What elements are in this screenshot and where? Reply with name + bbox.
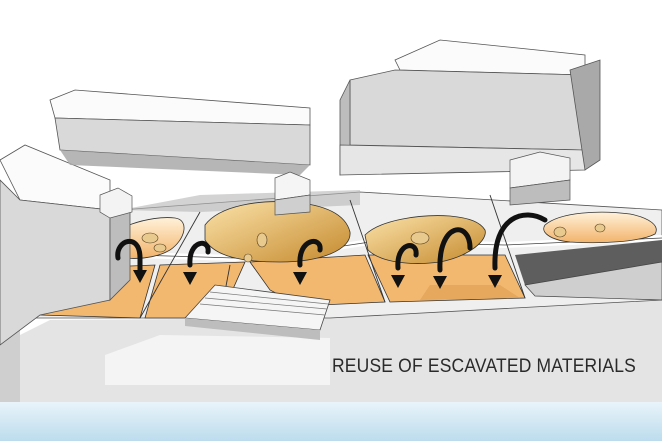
water-strip — [0, 402, 662, 441]
right-ramp — [524, 261, 662, 301]
plaza-top — [105, 335, 330, 385]
curved-arrow-icon — [395, 243, 419, 271]
rear-building-right — [339, 39, 601, 176]
left-buildings — [0, 144, 133, 346]
curved-arrow-icon — [437, 227, 473, 273]
right-dark-strip — [515, 240, 662, 285]
rear-building-left — [49, 89, 311, 175]
pit-rocks — [141, 223, 606, 263]
arrow-heads — [133, 270, 502, 289]
kiosk — [274, 171, 311, 216]
curved-arrow-icon — [187, 240, 211, 268]
curved-arrow-icon — [115, 238, 143, 275]
pit-2 — [204, 201, 351, 263]
reuse-arrows — [115, 212, 548, 275]
stairs — [184, 284, 331, 340]
curved-arrow-icon — [492, 212, 548, 271]
excavation-band-3 — [249, 254, 386, 307]
diagram-caption: REUSE OF ESCAVATED MATERIALS — [332, 356, 636, 377]
excavation-band-4-shade — [420, 285, 520, 300]
curved-arrow-icon — [297, 239, 323, 268]
right-structure — [509, 151, 571, 206]
